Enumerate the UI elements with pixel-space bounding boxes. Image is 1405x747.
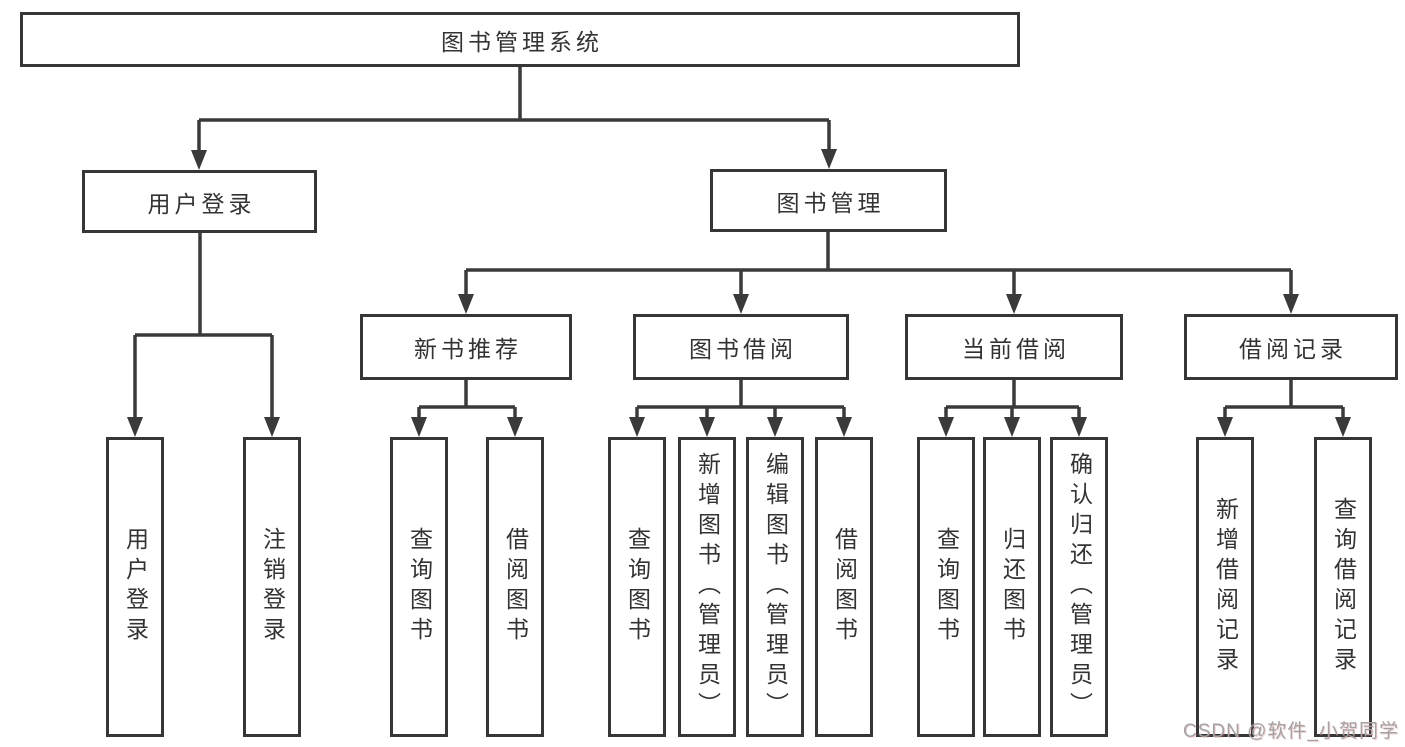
node-user-login: 用户登录 [82, 170, 317, 233]
node-book-management: 图书管理 [710, 169, 947, 232]
leaf-user-login: 用户登录 [106, 437, 164, 737]
node-new-book-recommend: 新书推荐 [360, 314, 572, 380]
node-borrow-records: 借阅记录 [1184, 314, 1398, 380]
leaf-bb-query-book: 查询图书 [608, 437, 666, 737]
leaf-bb-add-book-admin: 新增图书（管理员） [678, 437, 736, 737]
connector-lines [133, 67, 1345, 424]
leaf-rec-borrow-book: 借阅图书 [486, 437, 544, 737]
leaf-bb-edit-book-admin: 编辑图书（管理员） [746, 437, 804, 737]
watermark: CSDN @软件_小贺同学 [1183, 721, 1399, 742]
leaf-br-add-record: 新增借阅记录 [1196, 437, 1254, 737]
leaf-logout: 注销登录 [243, 437, 301, 737]
leaf-cb-query-book: 查询图书 [917, 437, 975, 737]
leaf-cb-confirm-return-admin: 确认归还（管理员） [1050, 437, 1108, 737]
node-current-borrow: 当前借阅 [905, 314, 1123, 380]
node-root: 图书管理系统 [20, 12, 1020, 67]
leaf-rec-query-book: 查询图书 [390, 437, 448, 737]
node-book-borrow: 图书借阅 [633, 314, 849, 380]
leaf-bb-borrow-book: 借阅图书 [815, 437, 873, 737]
leaf-br-query-record: 查询借阅记录 [1314, 437, 1372, 737]
leaf-cb-return-book: 归还图书 [983, 437, 1041, 737]
